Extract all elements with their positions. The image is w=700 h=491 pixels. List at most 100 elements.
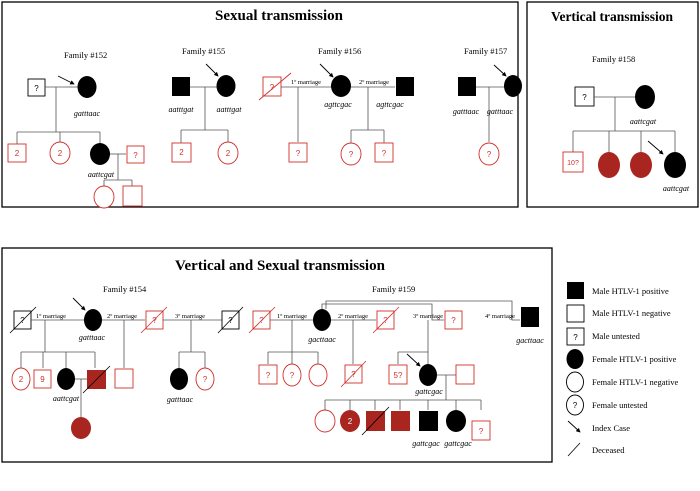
f159-daughter-genotype: gattcgac	[415, 387, 443, 396]
f152-mother-genotype: gatttaac	[74, 109, 101, 118]
f156-mother-positive	[331, 75, 351, 97]
q-label: ?	[270, 83, 275, 92]
marriage-label: 1º marriage	[291, 79, 321, 86]
combined-title: Vertical and Sexual transmission	[175, 258, 386, 274]
count-label: 2	[19, 375, 24, 384]
f152-grandchild-male-negative	[122, 185, 143, 207]
sexual-title: Sexual transmission	[215, 8, 344, 24]
family-155: Family #155 aatttgat aatttgat 2 2	[169, 46, 243, 165]
f156-husband2-positive	[396, 77, 414, 96]
family-158: Family #158 ? aattcgat 10? aattcgat	[562, 54, 690, 193]
legend-female-positive: Female HTLV-1 positive	[592, 354, 677, 364]
q-label: ?	[266, 371, 271, 380]
f159-gc5-genotype: gattcgac	[412, 439, 440, 448]
legend-male-untested: Male untested	[592, 331, 641, 341]
count-label: 2	[179, 148, 184, 157]
count-label: 2	[58, 149, 63, 158]
family-159: Family #159 ? 1º marriage gacttaac 2º ma…	[248, 284, 544, 448]
f156-husband2-genotype: agttcgac	[376, 100, 404, 109]
f155-mother-genotype: aatttgat	[217, 105, 243, 114]
count-label: 2	[226, 149, 231, 158]
q-label: ?	[382, 149, 387, 158]
deceased-slash-icon	[340, 360, 367, 388]
f154-child3-positive	[170, 368, 188, 390]
q-label: ?	[582, 93, 587, 102]
marriage-label: 2º marriage	[338, 313, 368, 320]
f152-father-untested	[27, 78, 46, 97]
family-157: Family #157 gatttaac gatttaac ?	[453, 46, 522, 166]
f159-husband4-genotype: gacttaac	[516, 336, 544, 345]
deceased-slash-icon	[140, 306, 168, 334]
legend: Male HTLV-1 positive Male HTLV-1 negativ…	[566, 282, 678, 457]
family-154: Family #154 ? 1º marriage gatttaac 2º ma…	[9, 284, 244, 439]
legend-female-negative-icon	[566, 371, 584, 393]
deceased-slash-icon	[258, 72, 292, 101]
f154-grandchild-negative	[71, 417, 91, 439]
f159-sons-untested	[388, 364, 408, 385]
f157-father-genotype: gatttaac	[453, 107, 480, 116]
panel-combined-frame	[1, 247, 553, 463]
legend-female-untested: Female untested	[592, 400, 648, 410]
legend-male-negative-icon	[566, 304, 585, 323]
f158-child-genotype: aattcgat	[663, 184, 690, 193]
q-label: ?	[290, 371, 295, 380]
family-154-label: Family #154	[103, 284, 147, 294]
f152-husband-untested	[126, 145, 145, 164]
f158-mother-positive	[635, 85, 655, 109]
f154-mother-genotype: gatttaac	[79, 333, 106, 342]
f156-child2-female-untested	[340, 142, 362, 166]
legend-deceased-slash-icon	[567, 442, 581, 457]
marriage-label: 3º marriage	[413, 313, 443, 320]
family-157-label: Family #157	[464, 46, 507, 56]
f156-child3-male-untested	[374, 142, 394, 163]
panel-vertical-frame	[526, 1, 699, 208]
q-label: ?	[34, 84, 39, 93]
f152-child-genotype: aattcgat	[88, 170, 115, 179]
count-label: 10?	[567, 160, 579, 167]
f152-grandchild-female-negative	[93, 185, 115, 209]
legend-index-case: Index Case	[592, 423, 630, 433]
f152-son-untested	[7, 143, 27, 163]
f158-mother-genotype: aattcgat	[630, 117, 657, 126]
panel-sexual-frame	[1, 1, 519, 208]
legend-deceased: Deceased	[592, 445, 625, 455]
f155-father-genotype: aatttgat	[169, 105, 195, 114]
q-label: ?	[479, 427, 484, 436]
index-arrow-icon	[319, 63, 334, 78]
legend-male-positive-icon	[567, 282, 584, 299]
f159-gc4-negative	[391, 411, 410, 431]
f154-mother-positive	[84, 309, 102, 331]
deceased-slash-icon	[372, 306, 400, 334]
f154-child-genotype: aattcgat	[53, 394, 80, 403]
f159-gc7-untested	[471, 420, 491, 441]
q-label: ?	[573, 401, 578, 410]
q-label: ?	[351, 370, 356, 379]
marriage-label: 3º marriage	[175, 313, 205, 320]
marriage-label: 1º marriage	[36, 313, 66, 320]
f155-son-untested	[171, 142, 192, 163]
f159-mother-positive	[313, 309, 331, 331]
f158-daughter-negative-1	[598, 152, 620, 178]
f159-gc2-negative	[340, 410, 360, 432]
f154-child4-untested	[195, 367, 215, 391]
f159-husband3-untested	[444, 310, 463, 330]
legend-male-negative: Male HTLV-1 negative	[592, 308, 671, 318]
family-155-label: Family #155	[182, 46, 225, 56]
f159-mother-genotype: gacttaac	[308, 335, 336, 344]
f158-daughter-positive	[664, 152, 686, 178]
legend-female-positive-icon	[566, 349, 584, 369]
deceased-slash-icon	[82, 365, 111, 394]
f155-mother-positive	[216, 75, 236, 97]
f159-child1-untested	[258, 364, 278, 385]
f157-father-positive	[458, 77, 476, 96]
q-label: ?	[152, 316, 157, 325]
count-label: 2	[15, 149, 20, 158]
f158-daughter-negative-2	[630, 152, 652, 178]
marriage-label: 2º marriage	[359, 79, 389, 86]
legend-female-untested-icon	[566, 394, 584, 416]
vertical-title: Vertical transmission	[551, 9, 674, 24]
index-arrow-icon	[647, 140, 664, 155]
f159-husband4-positive	[521, 307, 539, 327]
q-label: ?	[349, 150, 354, 159]
marriage-label: 1º marriage	[277, 313, 307, 320]
